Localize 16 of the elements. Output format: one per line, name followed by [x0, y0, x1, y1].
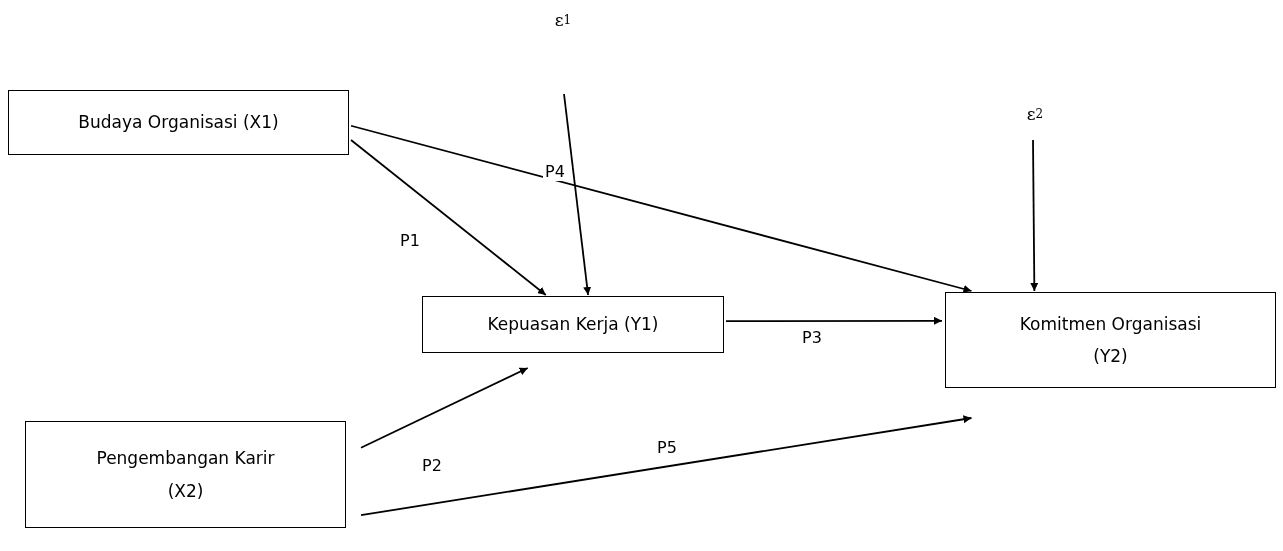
edge-label: P4 — [543, 162, 567, 182]
variable-box — [422, 296, 724, 353]
variable-name: Kepuasan Kerja (Y1) — [487, 313, 659, 337]
arrow — [1030, 139, 1039, 292]
arrow — [360, 367, 529, 449]
variable-box — [25, 421, 346, 528]
variable-box — [945, 292, 1276, 388]
arrow — [360, 415, 973, 517]
variable-name: Pengembangan Karir (X2) — [95, 447, 276, 503]
variable-name: Budaya Organisasi (X1) — [78, 111, 279, 135]
arrow — [350, 139, 547, 296]
variable-name: Komitmen Organisasi (Y2) — [1018, 312, 1203, 368]
variable-box — [8, 90, 349, 155]
arrow — [350, 124, 973, 293]
arrow — [725, 316, 943, 325]
arrow — [563, 93, 592, 296]
